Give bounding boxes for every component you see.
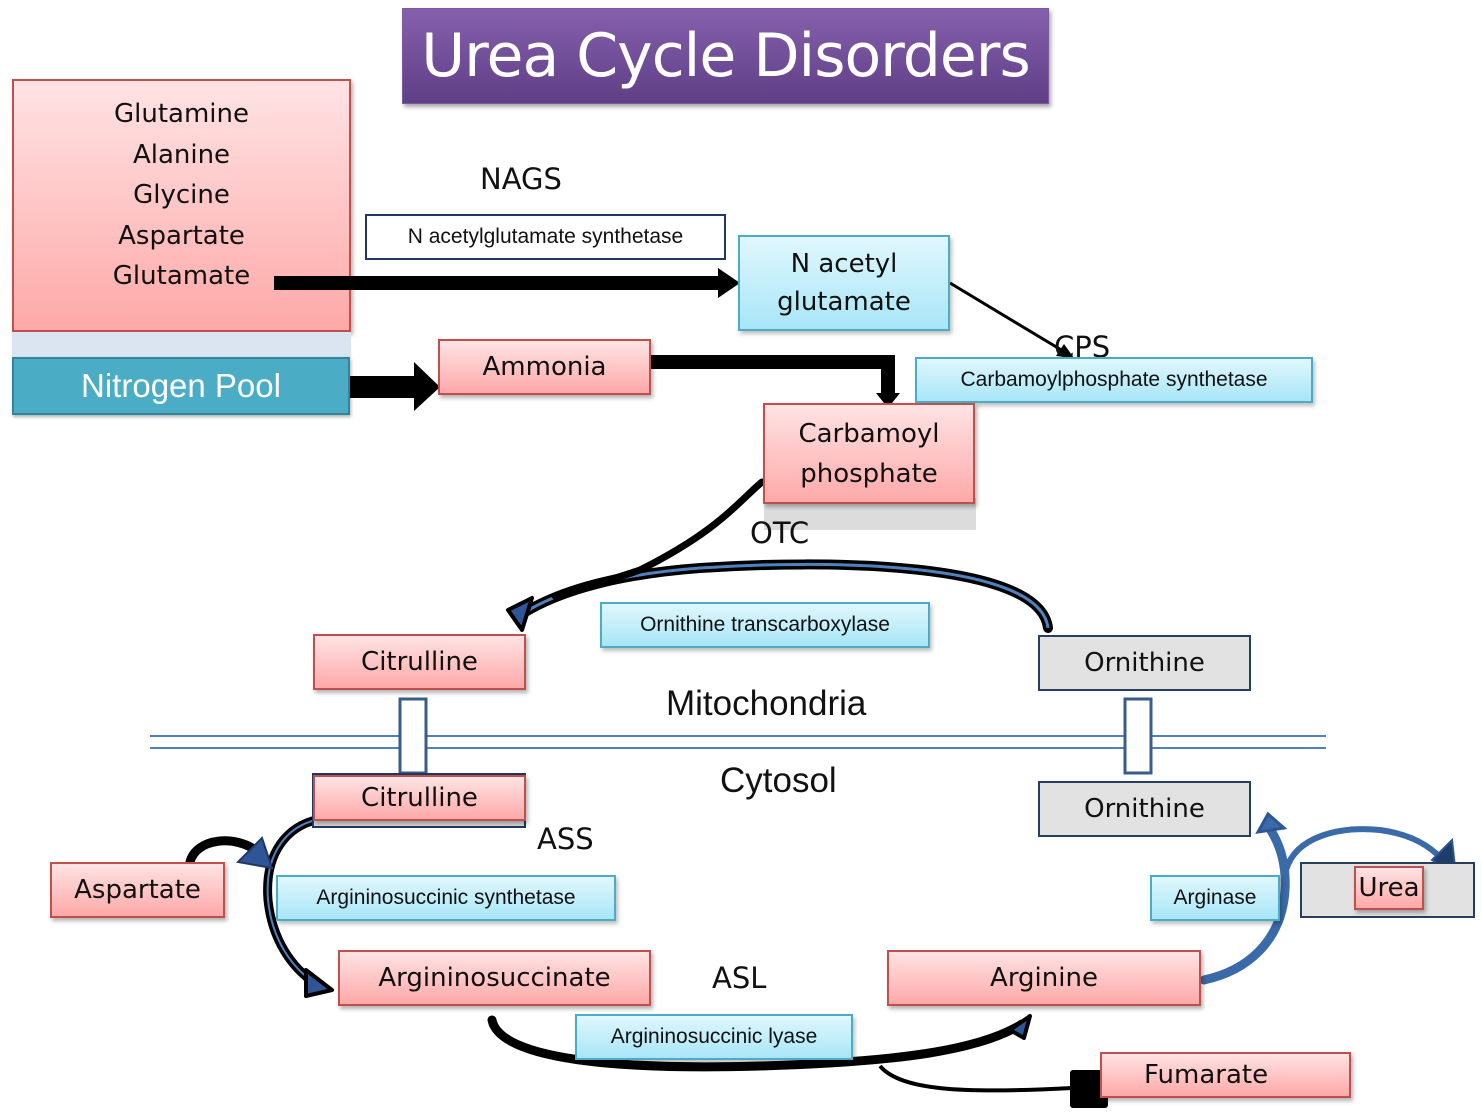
arginase-enzyme-box: Arginase [1150, 875, 1280, 921]
arrowhead-argininosuccinate [304, 968, 334, 998]
asl-label: ASL [712, 961, 767, 995]
source-glutamine: Glutamine [113, 99, 249, 130]
arrowhead-citrulline-mito [506, 596, 534, 632]
nags-label: NAGS [480, 162, 562, 196]
n-acetyl-glutamate-line2: glutamate [777, 287, 911, 317]
n-acetyl-glutamate-line1: N acetyl [790, 249, 898, 279]
ornithine-cyto-box: Ornithine [1038, 781, 1251, 837]
diagram-title: Urea Cycle Disorders [402, 8, 1049, 104]
fumarate-connector-block [1070, 1070, 1108, 1108]
arrow-argininosuccinate-to-arginine [487, 1015, 1027, 1072]
arrow-asl-to-fumarate [878, 1064, 1073, 1093]
arrow-nag-to-cps [949, 281, 1074, 358]
arrowhead-ornithine-cyto [1255, 811, 1288, 834]
n-acetyl-glutamate-box: N acetyl glutamate [738, 235, 950, 331]
otc-enzyme-box: Ornithine transcarboxylase [600, 602, 930, 648]
cytosol-label: Cytosol [720, 761, 837, 800]
ornithine-transporter [1123, 697, 1153, 775]
citrulline-cyto-box: Citrulline [313, 775, 526, 821]
arrow-nitrogen-pool-to-ammonia [350, 362, 440, 411]
otc-label: OTC [750, 516, 810, 550]
arrowhead-aspartate [235, 836, 274, 870]
aspartate-box: Aspartate [50, 862, 225, 918]
source-alanine: Alanine [132, 139, 231, 170]
arrow-aspartate-to-ass [185, 836, 263, 867]
nitrogen-pool-box: Nitrogen Pool [12, 357, 350, 415]
arrow-arginine-to-ornithine [1199, 821, 1290, 985]
nags-enzyme-box: N acetylglutamate synthetase [365, 214, 726, 260]
urea-box: Urea [1354, 866, 1424, 910]
argininosuccinate-box: Argininosuccinate [338, 950, 651, 1006]
asl-enzyme-box: Argininosuccinic lyase [575, 1014, 853, 1060]
citrulline-transporter [398, 697, 428, 775]
carbamoyl-phosphate-line2: phosphate [800, 458, 938, 489]
arrow-arginase-to-urea [1283, 826, 1449, 873]
carbamoyl-phosphate-box: Carbamoyl phosphate [763, 403, 975, 504]
mitochondria-label: Mitochondria [666, 684, 867, 723]
citrulline-mito-box: Citrulline [313, 634, 526, 690]
cps-enzyme-box: Carbamoylphosphate synthetase [915, 357, 1313, 403]
nitrogen-pool-backdrop [12, 332, 351, 357]
source-aspartate: Aspartate [118, 220, 245, 251]
source-glycine: Glycine [133, 180, 230, 211]
arrow-glutamate-to-nag [274, 268, 740, 298]
ass-label: ASS [537, 822, 594, 856]
arrowhead-arginine [1008, 1014, 1032, 1040]
arrow-carbamoyl-phosphate-to-otc [551, 478, 766, 600]
fumarate-box: Fumarate [1100, 1052, 1351, 1098]
ass-enzyme-box: Argininosuccinic synthetase [276, 875, 616, 921]
arginine-box: Arginine [887, 950, 1201, 1006]
source-glutamate: Glutamate [112, 261, 251, 292]
carbamoyl-phosphate-line1: Carbamoyl [798, 418, 940, 449]
arrow-ammonia-to-carbamoyl-phosphate [650, 355, 900, 408]
ammonia-box: Ammonia [438, 339, 651, 395]
ornithine-mito-box: Ornithine [1038, 635, 1251, 691]
